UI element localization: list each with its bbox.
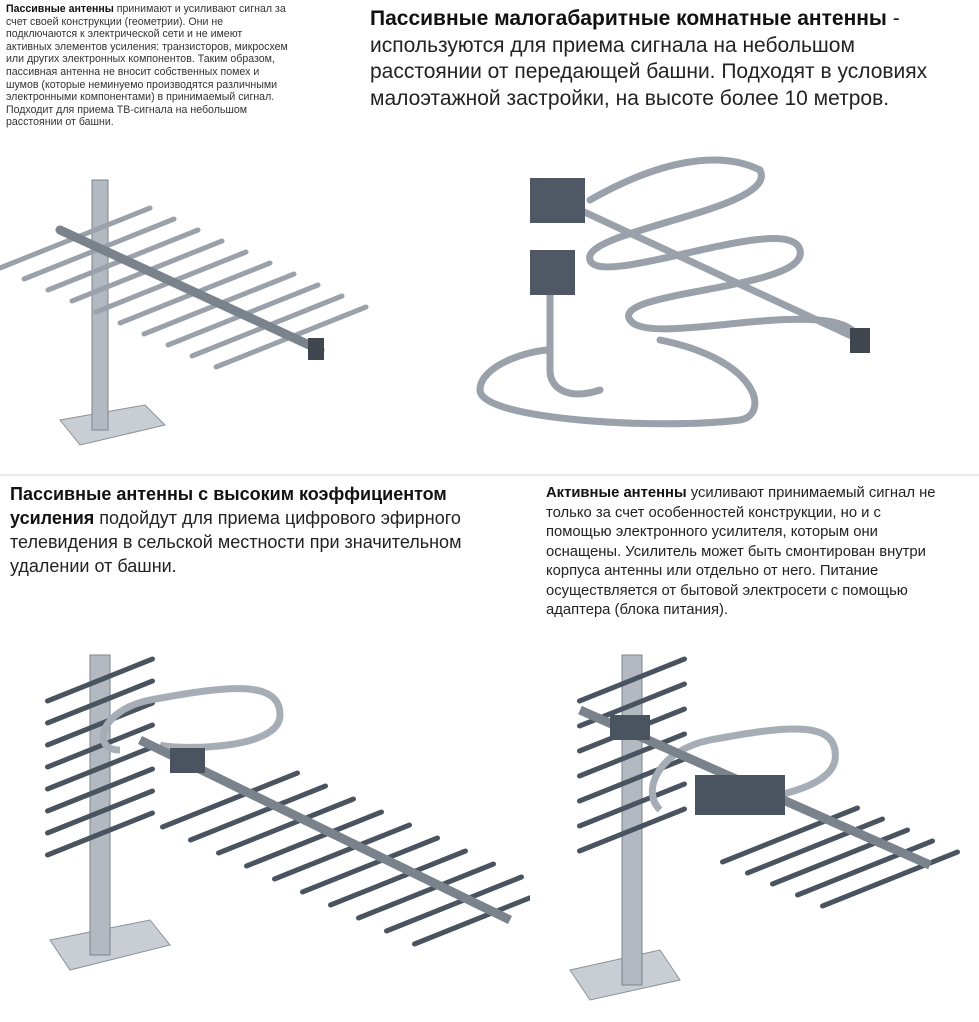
antenna-element — [795, 838, 935, 898]
antenna-element — [356, 861, 496, 921]
antenna-element — [577, 656, 687, 704]
antenna-element — [45, 678, 155, 726]
active-antenna-illustration — [569, 654, 960, 1001]
antenna-element — [45, 744, 155, 792]
body-text: подойдут для приема цифрового эфирного т… — [10, 508, 462, 576]
antenna-element — [745, 816, 885, 876]
body-text: принимают и усиливают сигнал за счет сво… — [6, 3, 288, 129]
heading: Активные антенны — [546, 485, 687, 501]
antenna-element — [160, 770, 300, 830]
passive-antenna-illustration — [0, 179, 369, 446]
antenna-element — [820, 849, 960, 909]
passive-antenna-description: Пассивные антенны принимают и усиливают … — [6, 3, 366, 129]
divider — [0, 474, 979, 478]
heading: Пассивные антенны — [6, 3, 114, 15]
antenna-element — [244, 809, 384, 869]
antenna-element — [272, 822, 412, 882]
antenna-element — [45, 722, 155, 770]
body-text: - используются для приема сигнала на неб… — [370, 7, 928, 110]
heading: Пассивные малогабаритные комнатные антен… — [370, 7, 887, 30]
antenna-element — [45, 788, 155, 836]
antenna-element — [45, 810, 155, 858]
antenna-element — [577, 806, 687, 854]
indoor-antenna-description: Пассивные малогабаритные комнатные антен… — [370, 6, 975, 112]
active-antenna-description: Активные антенны усиливают принимаемый с… — [546, 484, 976, 621]
antenna-element — [770, 827, 910, 887]
antenna-element — [328, 848, 468, 908]
antenna-element — [45, 766, 155, 814]
antenna-element — [45, 700, 155, 748]
high-gain-antenna-description: Пассивные антенны с высоким коэффициенто… — [10, 482, 530, 578]
antenna-element — [384, 874, 524, 934]
antenna-element — [45, 656, 155, 704]
antenna-element — [188, 783, 328, 843]
antenna-element — [577, 781, 687, 829]
antenna-element — [412, 895, 530, 947]
heading: Пассивные антенны с высоким коэффициенто… — [10, 484, 447, 528]
antenna-element — [300, 835, 440, 895]
antenna-element — [216, 796, 356, 856]
high-gain-antenna-illustration — [45, 654, 530, 971]
antenna-element — [720, 805, 860, 865]
body-text: усиливают принимаемый сигнал не только з… — [546, 485, 936, 618]
antenna-element — [577, 731, 687, 779]
indoor-antenna-illustration — [476, 156, 870, 428]
